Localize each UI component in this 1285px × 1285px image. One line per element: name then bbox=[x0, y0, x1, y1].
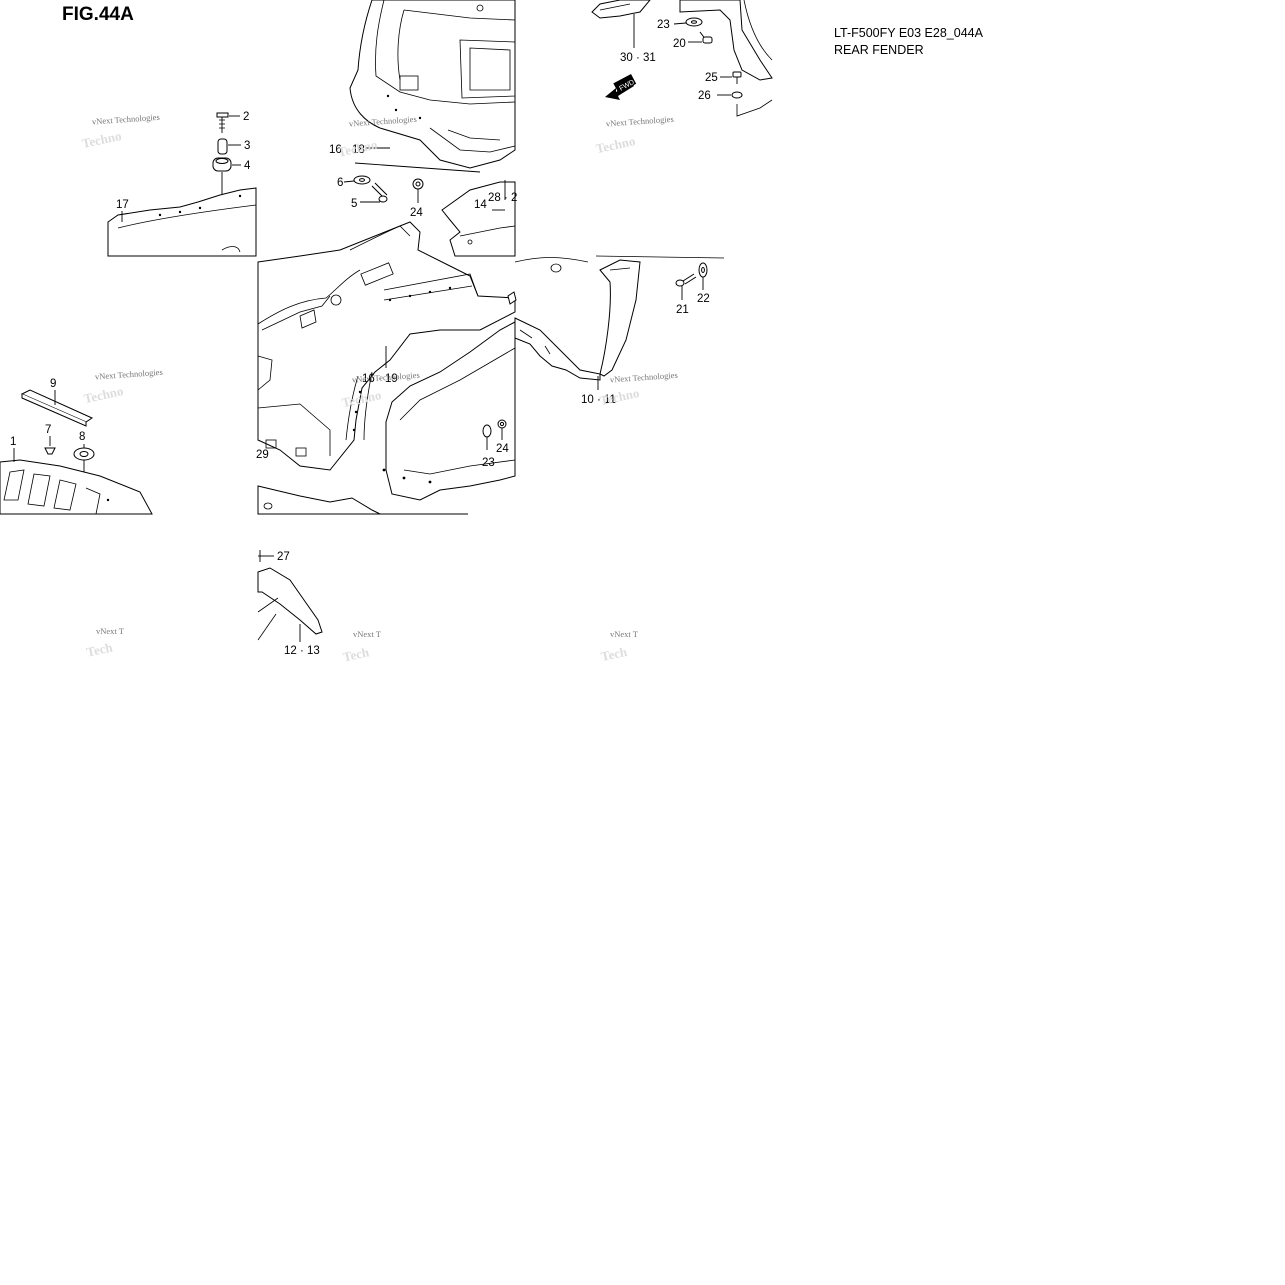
callout-21: 21 bbox=[676, 304, 689, 316]
part-clip-27 bbox=[258, 550, 274, 562]
svg-text:Techno: Techno bbox=[82, 383, 124, 406]
svg-text:Techno: Techno bbox=[598, 385, 640, 408]
svg-text:Techno: Techno bbox=[336, 137, 378, 160]
callout-30-31: 30 · 31 bbox=[620, 52, 656, 64]
callout-2: 2 bbox=[243, 111, 249, 123]
part-clip-7 bbox=[44, 436, 56, 455]
fwd-arrow: FWD bbox=[605, 74, 637, 100]
watermark: vNext Technologies bbox=[606, 114, 674, 129]
part-rear-fender-main bbox=[257, 221, 516, 471]
svg-text:Techno: Techno bbox=[80, 128, 122, 151]
part-protector-30-31 bbox=[591, 0, 651, 48]
callout-3: 3 bbox=[244, 140, 250, 152]
part-washer-6 bbox=[353, 175, 371, 185]
watermark: vNext Technologies bbox=[352, 370, 420, 385]
callout-10-11: 10 · 11 bbox=[581, 394, 616, 406]
callout-20: 20 bbox=[673, 38, 686, 50]
callout-6: 6 bbox=[337, 177, 343, 189]
callout-9: 9 bbox=[50, 378, 56, 390]
watermark: vNext Technologies bbox=[95, 367, 163, 382]
part-nut-26 bbox=[717, 91, 743, 99]
figure-title: FIG.44A bbox=[62, 4, 134, 25]
model-code: LT-F500FY E03 E28_044A bbox=[834, 26, 983, 40]
callout-5: 5 bbox=[351, 198, 357, 210]
part-inner-fender-upper bbox=[349, 0, 516, 169]
part-screw-20 bbox=[688, 31, 713, 44]
part-nut-24-upper bbox=[412, 178, 424, 203]
svg-text:Tech: Tech bbox=[85, 639, 115, 659]
callout-26: 26 bbox=[698, 90, 711, 102]
part-washer-22 bbox=[698, 262, 708, 290]
svg-text:Techno: Techno bbox=[594, 133, 636, 156]
callout-28: 28 · 2 bbox=[488, 192, 517, 204]
part-mudflap-12-13 bbox=[257, 567, 323, 642]
watermark: vNext Technologies bbox=[92, 112, 160, 127]
callout-24-upper: 24 bbox=[410, 207, 423, 219]
callout-7: 7 bbox=[45, 424, 51, 436]
part-fender-side-upper-right bbox=[679, 0, 773, 81]
part-fender-flap-right bbox=[514, 255, 725, 381]
part-bolt-2 bbox=[216, 112, 229, 133]
part-screw-25 bbox=[720, 71, 742, 84]
callout-16-19: 16 · 19 bbox=[362, 373, 398, 385]
callout-24-lower: 24 bbox=[496, 443, 509, 455]
part-washer-23-lower bbox=[482, 424, 492, 450]
part-rear-carrier-1 bbox=[0, 448, 153, 515]
callout-1: 1 bbox=[10, 436, 16, 448]
svg-text:Tech: Tech bbox=[600, 644, 630, 664]
callout-8: 8 bbox=[79, 431, 85, 443]
callout-labels: 2 3 4 17 16 · 18 6 5 24 14 28 · 2 23 20 … bbox=[10, 19, 718, 657]
watermark-fragment: vNext T bbox=[353, 629, 382, 639]
part-bolt-21 bbox=[675, 273, 697, 300]
callout-17: 17 bbox=[116, 199, 129, 211]
callout-27: 27 bbox=[277, 551, 290, 563]
fender-side-edge bbox=[736, 99, 773, 117]
callout-16-18: 16 · 18 bbox=[329, 144, 365, 156]
watermark-fragment: vNext T bbox=[96, 626, 125, 636]
part-grommet-4 bbox=[212, 157, 232, 172]
callout-14: 14 bbox=[474, 199, 487, 211]
part-collar-3 bbox=[217, 138, 228, 155]
part-fender-bracket-14 bbox=[441, 181, 516, 257]
part-clip-middle bbox=[507, 291, 517, 305]
callout-23-lower: 23 bbox=[482, 457, 495, 469]
part-washer-23-upper bbox=[673, 17, 703, 27]
watermarks: Techno vNext Technologies Techno vNext T… bbox=[80, 112, 678, 665]
part-fender-extension-10-11 bbox=[382, 321, 516, 501]
watermark: vNext Technologies bbox=[610, 370, 678, 385]
callout-22: 22 bbox=[697, 293, 710, 305]
part-nut-24-lower bbox=[497, 419, 507, 440]
callout-29: 29 bbox=[256, 449, 269, 461]
watermark-fragment: vNext T bbox=[610, 629, 639, 639]
callout-23-upper: 23 bbox=[657, 19, 670, 31]
section-name: REAR FENDER bbox=[834, 43, 924, 57]
callout-12-13: 12 · 13 bbox=[284, 645, 320, 657]
svg-text:Tech: Tech bbox=[342, 644, 372, 664]
callout-25: 25 bbox=[705, 72, 718, 84]
part-mudflap-lower bbox=[257, 485, 381, 515]
callout-4: 4 bbox=[244, 160, 251, 172]
watermark: vNext Technologies bbox=[349, 114, 417, 129]
part-bolt-5 bbox=[360, 182, 388, 203]
part-rear-fender-edge-17 bbox=[107, 187, 257, 257]
part-pad-9 bbox=[20, 389, 94, 427]
